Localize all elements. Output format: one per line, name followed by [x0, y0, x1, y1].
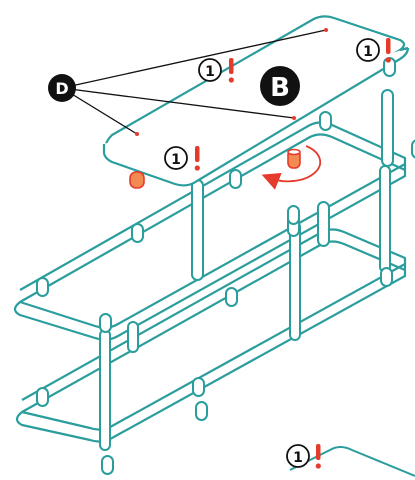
step-callout-left: 1	[164, 146, 200, 171]
pegs-bottom-shelf	[36, 267, 393, 475]
part-b-badge: B	[260, 66, 300, 106]
next-panel-fragment: 1	[286, 444, 415, 477]
callout-points-d	[135, 28, 328, 136]
part-d-badge: D	[48, 74, 76, 102]
step-callout-top-right: 1	[356, 38, 391, 63]
exclamation-warning-icon	[228, 58, 234, 83]
exclamation-warning-icon	[315, 444, 321, 469]
bottom-shelf-board	[15, 228, 407, 443]
exclamation-warning-icon	[194, 146, 200, 171]
step-number: 1	[293, 450, 303, 466]
step-number: 1	[363, 44, 373, 60]
part-d-label: D	[55, 79, 68, 98]
part-b-label: B	[270, 73, 290, 103]
step-number: 1	[205, 64, 215, 80]
step-number: 1	[171, 152, 181, 168]
pegs-top-shelf	[319, 57, 396, 131]
highlighted-pegs	[129, 148, 301, 189]
pegs-middle-shelf	[36, 139, 415, 333]
rotate-arrow-icon	[261, 145, 322, 190]
posts-lower	[99, 165, 391, 451]
step-callout-top-left: 1	[198, 58, 234, 83]
exclamation-warning-icon	[385, 38, 391, 63]
callout-lines-d	[61, 29, 327, 135]
